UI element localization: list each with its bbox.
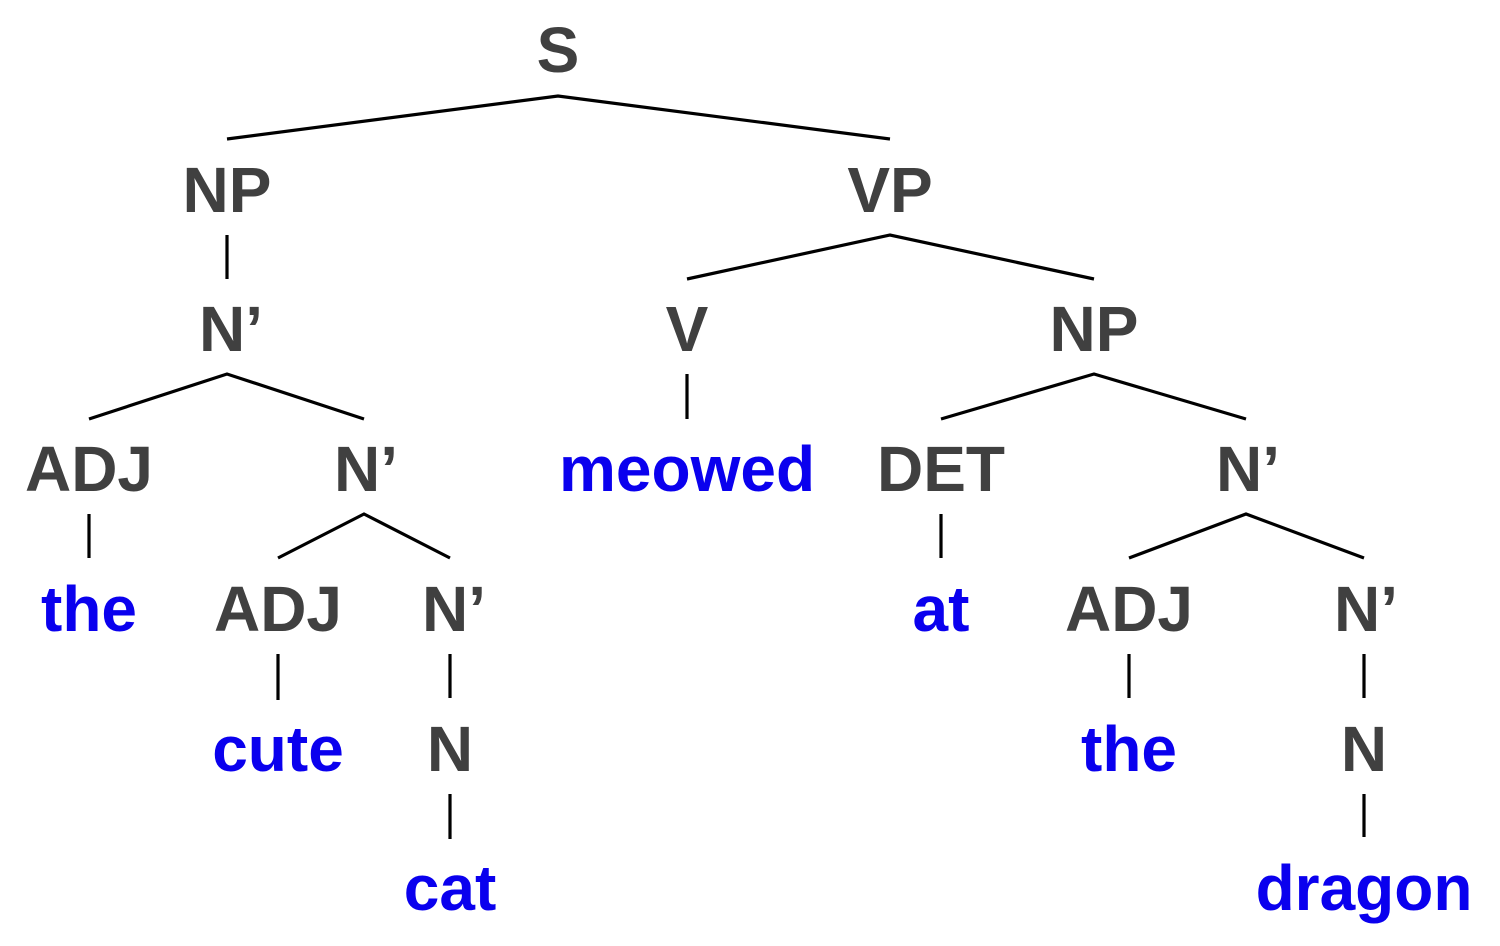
- edge-np-det-nbar: [940, 372, 1247, 421]
- node-nbar-object: N’: [1216, 433, 1280, 505]
- word-at: at: [913, 573, 970, 645]
- node-nbar-object-2: N’: [1334, 573, 1398, 645]
- node-np-object: NP: [1050, 293, 1139, 365]
- node-s: S: [537, 14, 580, 86]
- node-nbar-2: N’: [334, 433, 398, 505]
- node-det: DET: [877, 433, 1005, 505]
- edge-nbar-adj-nbar: [88, 372, 365, 421]
- word-dragon: dragon: [1256, 852, 1473, 924]
- node-vp: VP: [847, 154, 932, 226]
- node-adj-1: ADJ: [25, 433, 153, 505]
- node-np-subject: NP: [183, 154, 272, 226]
- edge-nbar2-adj-nbar: [277, 512, 451, 560]
- node-nbar-subject: N’: [199, 293, 263, 365]
- tree-edges: [87, 94, 1366, 839]
- node-n-cat: N: [427, 713, 473, 785]
- word-the-2: the: [1081, 713, 1177, 785]
- edge-s-np-vp: [226, 94, 891, 141]
- node-adj-2: ADJ: [214, 573, 342, 645]
- edge-nbar-object-adj-nbar: [1128, 512, 1365, 560]
- edge-vp-v-np: [686, 233, 1095, 281]
- tree-nodes: S NP VP N’ V NP ADJ N’ meowed DET N’ the…: [25, 14, 1472, 924]
- node-adj-3: ADJ: [1065, 573, 1193, 645]
- word-cat: cat: [404, 852, 497, 924]
- word-meowed: meowed: [559, 433, 815, 505]
- node-n-dragon: N: [1341, 713, 1387, 785]
- word-the-1: the: [41, 573, 137, 645]
- node-nbar-3: N’: [422, 573, 486, 645]
- word-cute: cute: [212, 713, 344, 785]
- node-v: V: [666, 293, 709, 365]
